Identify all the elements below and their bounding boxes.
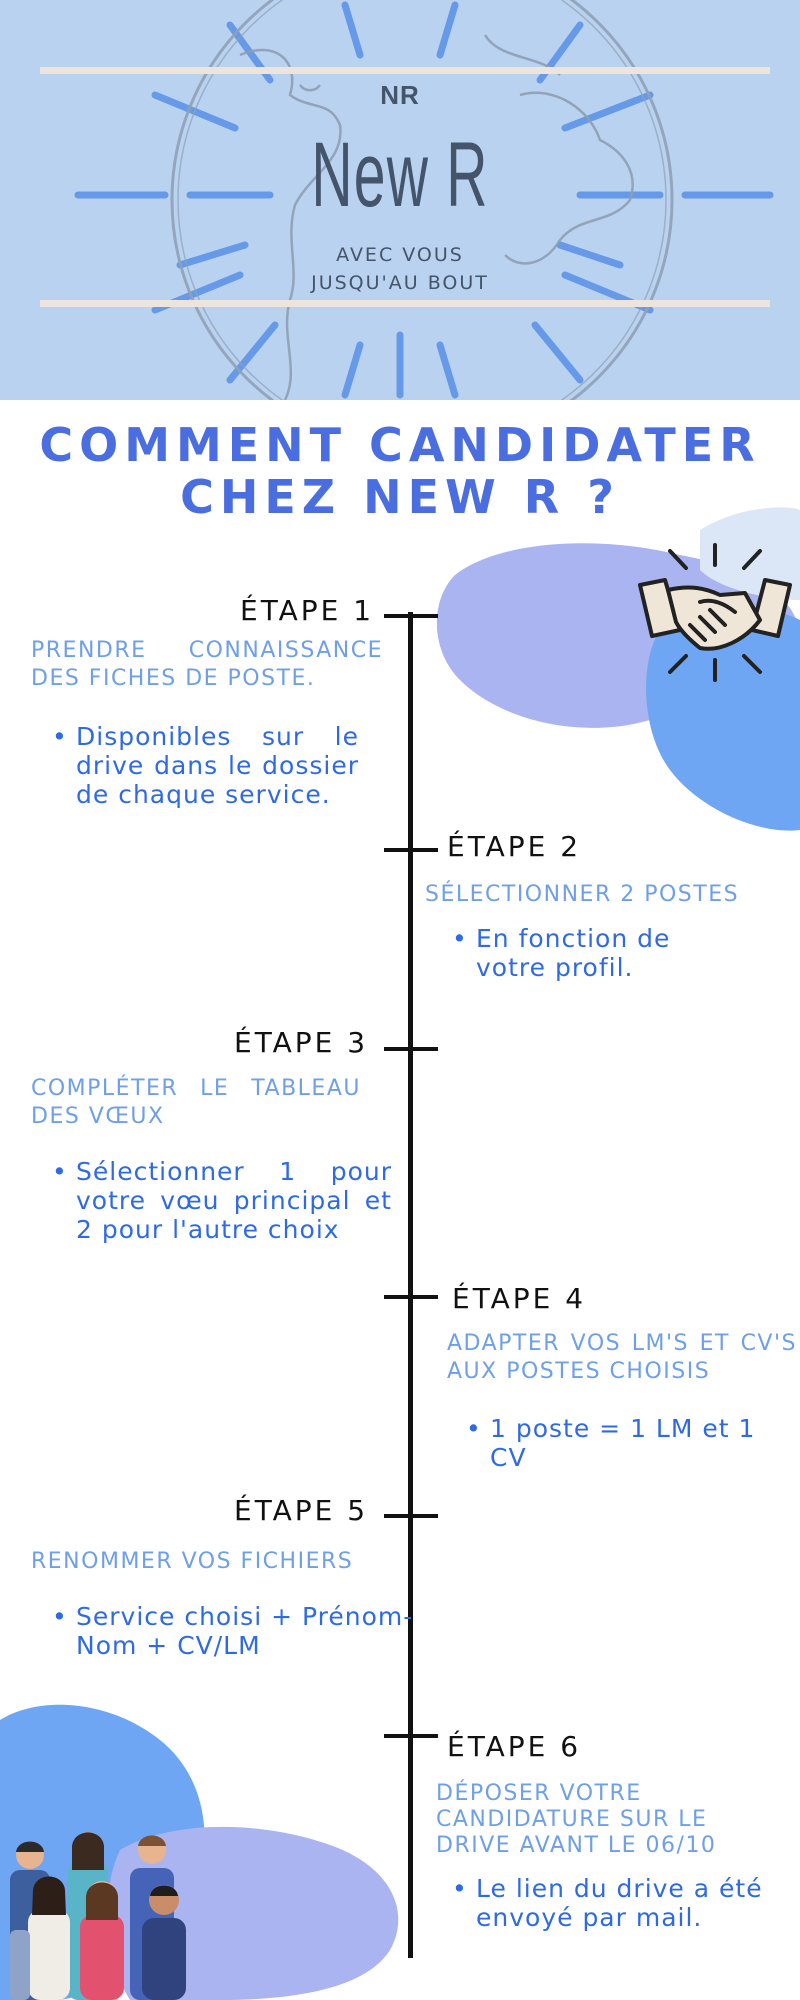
- timeline-tick-4: [384, 1295, 438, 1299]
- list-item: En fonction de votre profil.: [452, 924, 746, 982]
- step-6-list: Le lien du drive a été envoyé par mail.: [450, 1874, 800, 1932]
- page-title-line-1: COMMENT CANDIDATER: [39, 418, 761, 472]
- step-6-title: ÉTAPE 6: [447, 1730, 582, 1763]
- globe-icon: [74, 0, 774, 400]
- step-1-list: Disponibles sur le drive dans le dossier…: [50, 722, 359, 809]
- handshake-icon: [638, 543, 792, 682]
- timeline-tick-1: [384, 614, 438, 618]
- timeline-tick-2: [384, 848, 438, 852]
- list-item: Service choisi + Prénom-Nom + CV/LM: [52, 1602, 422, 1660]
- header-bottom-bar: [40, 300, 770, 307]
- timeline-tick-6: [384, 1734, 438, 1738]
- step-2-heading: SÉLECTIONNER 2 POSTES: [425, 882, 740, 907]
- step-5-list: Service choisi + Prénom-Nom + CV/LM: [50, 1602, 422, 1660]
- header-banner: NR New R AVEC VOUS JUSQU'AU BOUT: [0, 0, 800, 400]
- logo-mark: NR: [380, 80, 420, 110]
- timeline-line: [408, 612, 413, 1958]
- step-5-heading: RENOMMER VOS FICHIERS: [31, 1549, 354, 1574]
- timeline-tick-3: [384, 1047, 438, 1051]
- step-6-heading: DÉPOSER VOTRE CANDIDATURE SUR LE DRIVE A…: [436, 1781, 717, 1858]
- step-3-list: Sélectionner 1 pour votre vœu principal …: [50, 1157, 392, 1244]
- step-5-title: ÉTAPE 5: [234, 1494, 369, 1527]
- list-item: Le lien du drive a été envoyé par mail.: [452, 1874, 800, 1932]
- list-item: 1 poste = 1 LM et 1 CV: [466, 1414, 800, 1472]
- blob-blue-top: [646, 606, 800, 831]
- tagline-line-2: JUSQU'AU BOUT: [311, 272, 489, 294]
- step-4-heading: ADAPTER VOS LM'S ET CV'S AUX POSTES CHOI…: [447, 1331, 797, 1384]
- team-illustration: [10, 1832, 186, 2000]
- blob-pale-top: [700, 507, 800, 600]
- step-4-list: 1 poste = 1 LM et 1 CV: [464, 1414, 800, 1472]
- list-item: Disponibles sur le drive dans le dossier…: [52, 722, 359, 809]
- tagline-line-1: AVEC VOUS: [336, 244, 464, 266]
- step-4-title: ÉTAPE 4: [452, 1282, 587, 1315]
- step-1-title: ÉTAPE 1: [240, 594, 375, 627]
- logo-name: New R: [311, 124, 489, 226]
- header-top-bar: [40, 67, 770, 74]
- step-3-title: ÉTAPE 3: [234, 1026, 369, 1059]
- step-1-heading: PRENDRE CONNAISSANCE DES FICHES DE POSTE…: [31, 638, 383, 691]
- page-title-line-2: CHEZ NEW R ?: [180, 470, 620, 524]
- step-2-list: En fonction de votre profil.: [450, 924, 746, 982]
- list-item: Sélectionner 1 pour votre vœu principal …: [52, 1157, 392, 1244]
- step-3-heading: COMPLÉTER LE TABLEAU DES VŒUX: [31, 1076, 361, 1129]
- step-2-title: ÉTAPE 2: [447, 830, 582, 863]
- timeline-tick-5: [384, 1514, 438, 1518]
